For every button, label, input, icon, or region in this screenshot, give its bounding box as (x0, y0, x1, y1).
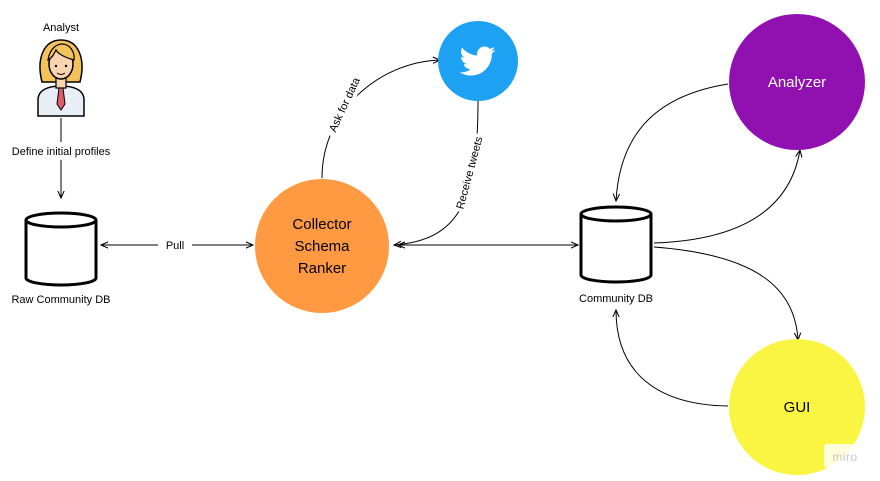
edge-analyzer-to-community-db (616, 83, 729, 201)
twitter-bird-icon (459, 46, 496, 76)
collector-schema-ranker-node: Collector Schema Ranker (255, 179, 389, 313)
analyst-person-icon (37, 39, 85, 117)
gui-circle (729, 339, 865, 475)
edges (61, 60, 800, 407)
collector-label-line-2: Schema (294, 238, 350, 255)
community-db-node: Community DB (579, 205, 653, 305)
analyzer-circle (729, 14, 865, 150)
raw-db-label: Raw Community DB (11, 294, 110, 306)
analyst-label: Analyst (43, 22, 79, 34)
gui-label: GUI (784, 399, 811, 416)
edge-label-define-profiles: Define initial profiles (12, 146, 111, 158)
edge-label-pull: Pull (166, 240, 184, 252)
raw-community-db-node: Raw Community DB (11, 211, 111, 306)
collector-label-line-3: Ranker (298, 260, 346, 277)
community-db-cylinder-icon (579, 205, 653, 284)
twitter-node (438, 21, 518, 101)
gui-node: GUI (729, 339, 865, 475)
collector-circle (255, 179, 389, 313)
analyzer-label: Analyzer (768, 74, 826, 91)
raw-db-cylinder-icon (24, 211, 98, 287)
edge-gui-to-community-db (616, 310, 729, 407)
collector-label-line-1: Collector (292, 216, 351, 233)
edge-community-db-to-gui (653, 246, 798, 340)
analyzer-node: Analyzer (729, 14, 865, 150)
miro-watermark-text: miro (832, 450, 857, 464)
community-db-label: Community DB (579, 293, 653, 305)
analyst-node: Analyst (37, 22, 85, 117)
miro-watermark: miro (824, 444, 866, 468)
edge-ask-for-data (321, 60, 440, 179)
edge-community-db-to-analyzer (653, 150, 800, 244)
